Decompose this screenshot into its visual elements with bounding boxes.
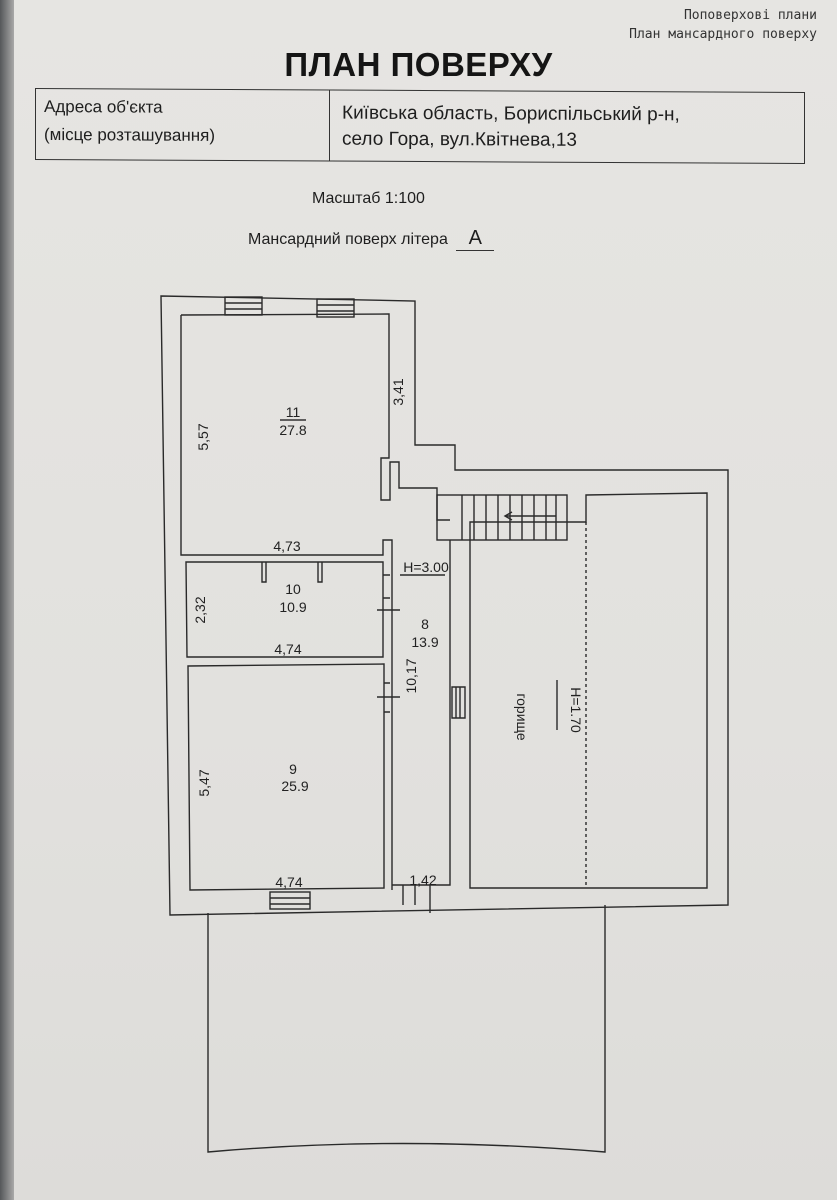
corridor-number: 8 — [421, 616, 429, 632]
corridor-area: 13.9 — [411, 634, 438, 650]
section-header: Поповерхові плани План мансардного повер… — [629, 6, 817, 44]
attic-label: горище — [514, 693, 530, 741]
outer-wall — [160, 295, 729, 916]
room-11-number: 11 — [286, 404, 301, 420]
room-11-area: 27.8 — [279, 422, 306, 438]
room-9-dim-width: 4,74 — [275, 874, 302, 890]
floor-label: Мансардний поверх літера А — [248, 227, 495, 251]
page-edge-shadow — [0, 0, 14, 1200]
room-9-area: 25.9 — [281, 778, 308, 794]
document-page — [14, 0, 837, 1200]
floor-letter: А — [456, 227, 495, 251]
room-10-dim-height: 2,32 — [192, 596, 208, 623]
floor-name: Мансардний поверх літера — [248, 231, 448, 248]
corridor-height: H=3.00 — [403, 559, 449, 575]
window-top-2 — [316, 298, 355, 318]
room-9-number: 9 — [289, 761, 297, 777]
corridor-door — [451, 686, 466, 719]
room-10-number: 10 — [285, 581, 301, 597]
room-11-walls — [180, 313, 450, 521]
room-9-dim-height: 5,47 — [196, 769, 212, 796]
corridor-walls — [392, 540, 451, 913]
room-10-dim-width: 4,74 — [274, 641, 301, 657]
window-top-1 — [224, 296, 263, 316]
room-10-area: 10.9 — [279, 599, 306, 615]
corridor-dim-width: 1,42 — [409, 872, 436, 888]
window-bottom — [269, 891, 311, 910]
attic-height: H=1.70 — [568, 687, 584, 733]
corridor-dim-length: 10,17 — [403, 658, 419, 693]
header-line-2: План мансардного поверху — [629, 27, 817, 42]
room-11-dim-height: 5,57 — [195, 423, 211, 450]
scale-label: Масштаб 1:100 — [312, 190, 425, 207]
room-11-dim-right: 3,41 — [390, 378, 406, 405]
header-line-1: Поповерхові плани — [683, 8, 817, 23]
room-11-dim-width: 4,73 — [273, 538, 300, 554]
staircase — [436, 494, 568, 541]
attic-walls — [469, 492, 708, 889]
room-9-walls — [187, 663, 385, 891]
page-title: ПЛАН ПОВЕРХУ — [284, 46, 553, 83]
lower-building-outline — [207, 905, 606, 1153]
